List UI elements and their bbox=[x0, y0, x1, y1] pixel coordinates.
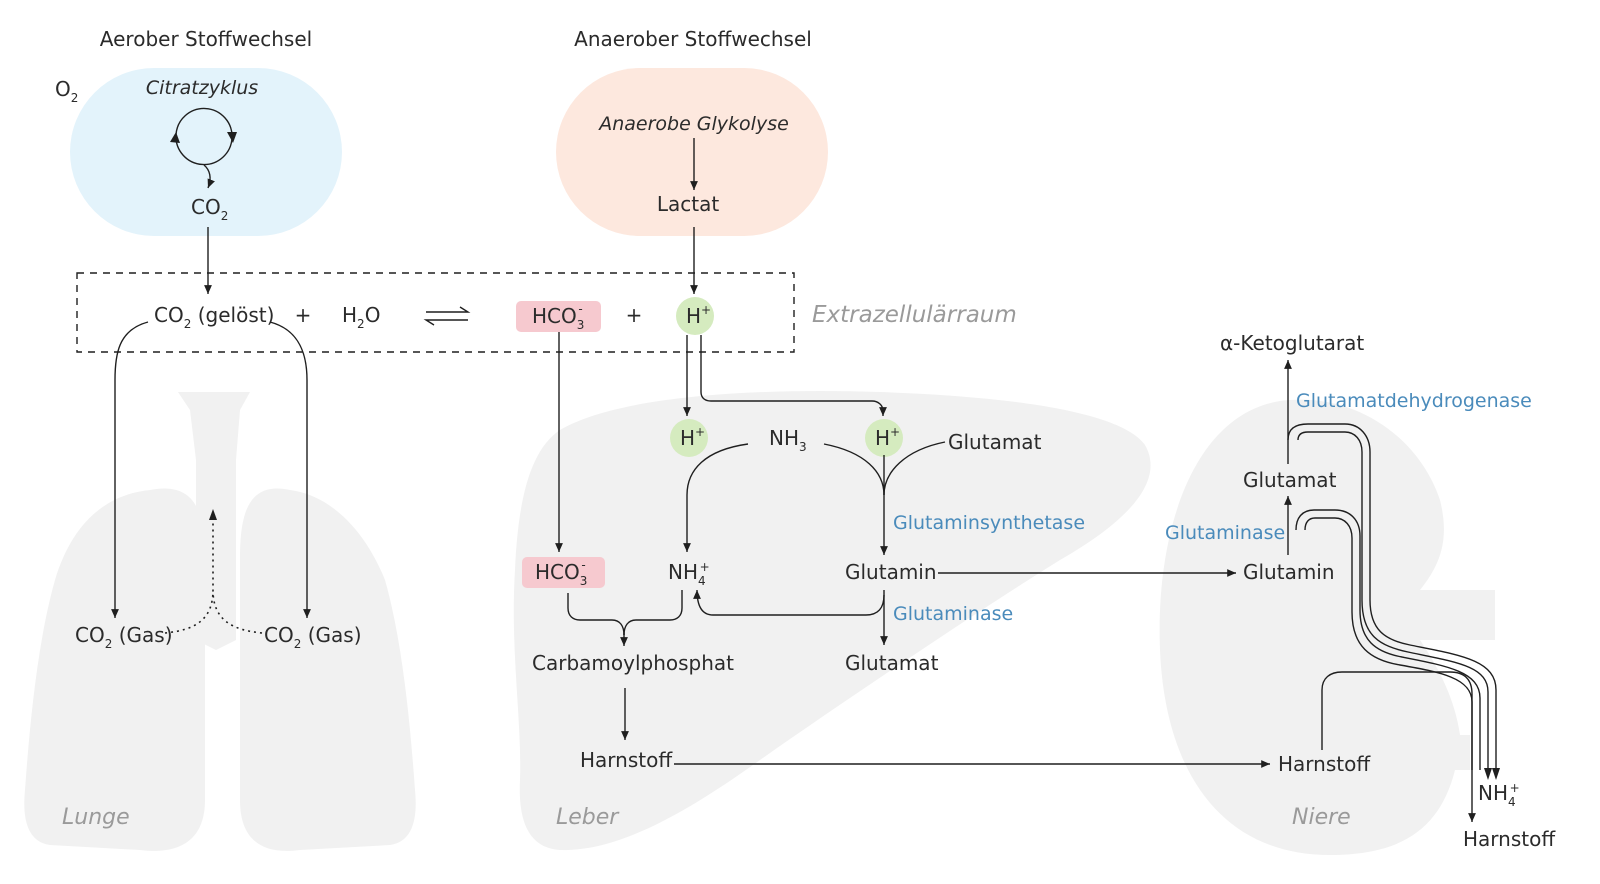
hco3-box-top bbox=[516, 301, 601, 332]
nh4-arrowhead-b bbox=[1484, 768, 1492, 780]
citrat-label: Citratzyklus bbox=[146, 77, 258, 99]
arrow-h-right bbox=[700, 335, 887, 416]
leber-label: Leber bbox=[556, 805, 620, 830]
h-circle-left bbox=[670, 419, 708, 457]
exhale-dotted bbox=[164, 515, 263, 634]
carbamoyl-label: Carbamoylphosphat bbox=[532, 651, 734, 675]
nh4-line-a1 bbox=[1287, 423, 1497, 770]
curve-nh4-carbamoyl bbox=[623, 590, 683, 636]
arrow-co2-left bbox=[111, 321, 149, 618]
nh3-label: NH3 bbox=[769, 426, 807, 454]
co2-gas-right: CO2 (Gas) bbox=[264, 623, 362, 651]
h-top: H+ bbox=[686, 303, 711, 328]
glutamat-kidney: Glutamat bbox=[1243, 468, 1337, 492]
glykolyse-label: Anaerobe Glykolyse bbox=[597, 113, 789, 135]
arrow-co2-right bbox=[269, 321, 311, 618]
hco3-liver: HCO3- bbox=[535, 558, 587, 588]
glutamat-out: Glutamat bbox=[845, 651, 939, 675]
exhale-arrowhead bbox=[209, 509, 217, 520]
equilibrium-arrows bbox=[423, 306, 471, 326]
hco3-top: HCO3- bbox=[532, 302, 584, 332]
nh4-line-b2 bbox=[1304, 517, 1473, 770]
harnstoff-kidney-out: Harnstoff bbox=[1463, 827, 1556, 851]
gdh-label: Glutamatdehydrogenase bbox=[1296, 390, 1532, 412]
h-left: H+ bbox=[680, 425, 705, 450]
lactat-label: Lactat bbox=[657, 192, 719, 216]
nh4-arrowhead-a bbox=[1492, 768, 1500, 780]
plus-1: + bbox=[295, 303, 312, 327]
curve-hco3-carbamoyl bbox=[567, 593, 625, 636]
nh4-liver: NH4+ bbox=[668, 560, 710, 588]
anaerob-blob bbox=[556, 68, 828, 236]
aerob-blob bbox=[70, 68, 342, 236]
arrow-glutaminase-nh4 bbox=[693, 589, 885, 616]
glutaminase-liver: Glutaminase bbox=[893, 603, 1013, 625]
hco3-box-liver bbox=[522, 557, 605, 588]
header-aerob: Aerober Stoffwechsel bbox=[100, 27, 312, 51]
arrow-harnstoff-out bbox=[1321, 671, 1476, 822]
niere-label: Niere bbox=[1292, 805, 1351, 830]
lung-shape bbox=[24, 392, 416, 851]
glutamin-liver: Glutamin bbox=[845, 560, 937, 584]
co2-aerob: CO2 bbox=[191, 195, 228, 223]
o2-label: O2 bbox=[55, 77, 78, 105]
cycle-icon bbox=[170, 107, 237, 189]
liver-shape bbox=[513, 390, 1151, 851]
kidney-shape bbox=[1159, 399, 1495, 855]
ketoglutarat-label: α-Ketoglutarat bbox=[1220, 331, 1364, 355]
harnstoff-liver: Harnstoff bbox=[580, 748, 673, 772]
nh4-line-a2 bbox=[1297, 431, 1489, 770]
glutaminase-kidney: Glutaminase bbox=[1165, 522, 1285, 544]
glutamat-in: Glutamat bbox=[948, 430, 1042, 454]
extrazellulaer-box bbox=[76, 272, 795, 353]
nh4-kidney: NH4+ bbox=[1478, 781, 1520, 809]
harnstoff-kidney-in: Harnstoff bbox=[1278, 752, 1371, 776]
nh4-line-b1 bbox=[1295, 509, 1481, 770]
h-right: H+ bbox=[875, 425, 900, 450]
co2-gas-left: CO2 (Gas) bbox=[75, 623, 173, 651]
glutamin-kidney: Glutamin bbox=[1243, 560, 1335, 584]
arrow-nh3-nh4 bbox=[683, 443, 749, 552]
h-circle-top bbox=[676, 297, 714, 335]
header-anaerob: Anaerober Stoffwechsel bbox=[574, 27, 812, 51]
glutaminsynthetase-label: Glutaminsynthetase bbox=[893, 512, 1085, 534]
h2o-label: H2O bbox=[342, 303, 380, 331]
plus-2: + bbox=[626, 303, 643, 327]
lunge-label: Lunge bbox=[62, 805, 130, 830]
h-circle-right bbox=[865, 419, 903, 457]
co2-geloest: CO2 (gelöst) bbox=[154, 303, 274, 331]
extrazellulaer-label: Extrazellulärraum bbox=[812, 302, 1017, 328]
